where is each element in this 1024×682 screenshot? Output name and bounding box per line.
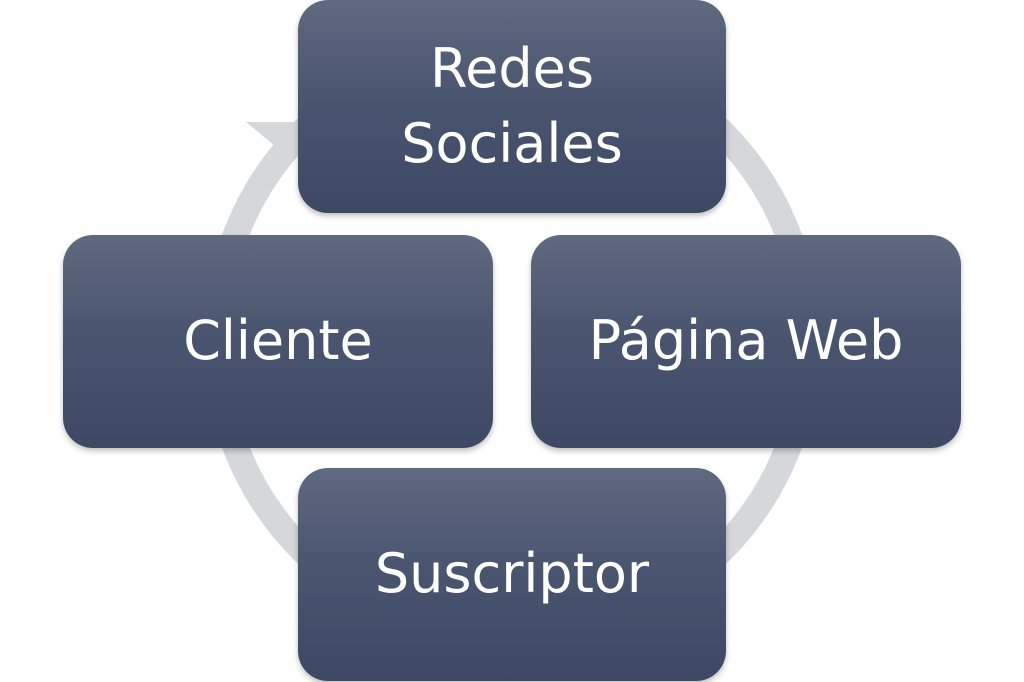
node-cliente: Cliente (63, 235, 493, 448)
node-redes-sociales: Redes Sociales (298, 0, 726, 213)
node-label-pagina-web: Página Web (588, 309, 904, 373)
node-label-suscriptor: Suscriptor (374, 542, 650, 606)
cycle-arrowhead-icon (246, 122, 298, 160)
node-pagina-web: Página Web (531, 235, 961, 448)
node-label-redes-sociales: Redes Sociales (401, 36, 623, 175)
node-label-cliente: Cliente (183, 309, 373, 373)
node-suscriptor: Suscriptor (298, 468, 726, 681)
